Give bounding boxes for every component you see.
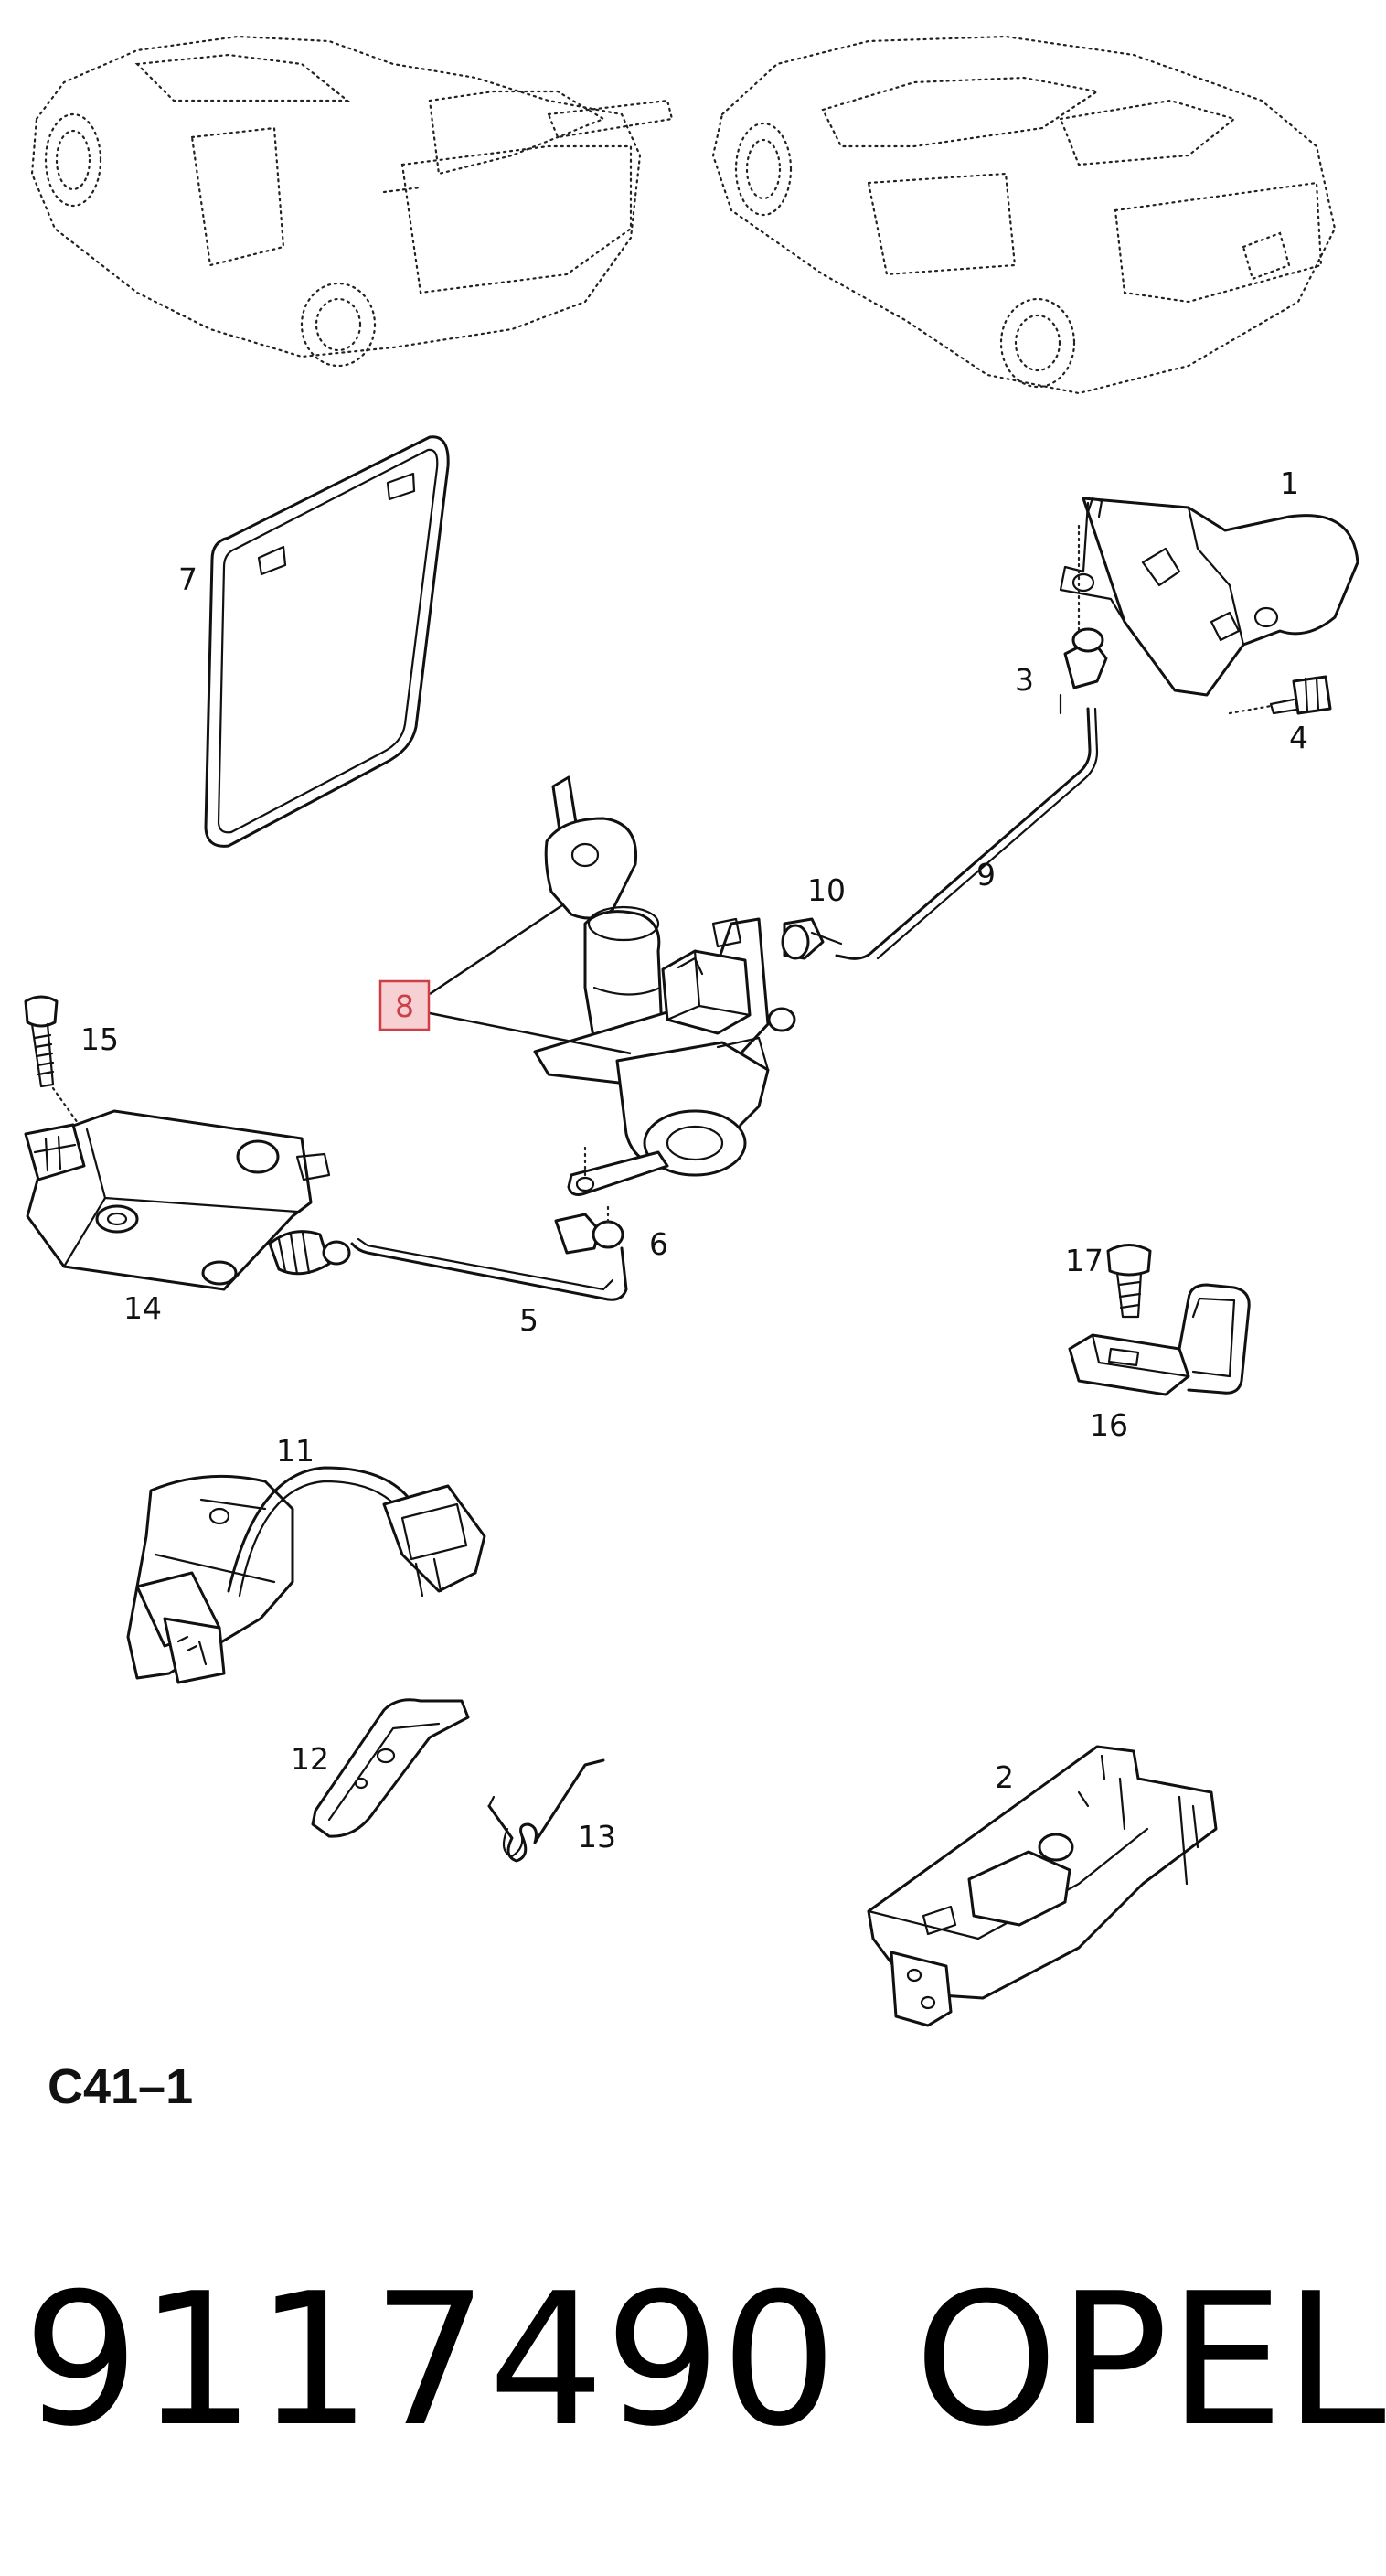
callout-14: 14 [123, 1290, 162, 1326]
cover-plate-part [204, 435, 450, 848]
callout-2: 2 [995, 1759, 1014, 1795]
screw-part [1228, 675, 1332, 715]
connecting-rod-part [835, 707, 1099, 960]
part-number: 9117490 [23, 2254, 837, 2467]
callout-1: 1 [1280, 465, 1299, 501]
latch-plate-part [867, 1745, 1218, 2027]
callout-6: 6 [649, 1226, 668, 1262]
latch-lever-part [311, 1698, 470, 1838]
callout-7: 7 [178, 561, 197, 597]
switch-with-cable-part [126, 1466, 486, 1684]
hatchback-car-icon [30, 35, 674, 368]
striker-part [1068, 1283, 1251, 1396]
callout-13: 13 [578, 1819, 616, 1855]
callout-11: 11 [276, 1433, 315, 1469]
callout-12: 12 [291, 1741, 329, 1777]
actuator-rod-part [350, 1237, 628, 1301]
callout-labels: 1 3 4 7 9 10 15 6 5 14 17 16 11 12 13 2 … [80, 465, 1308, 1855]
callout-8: 8 [395, 989, 414, 1024]
bolt-part [24, 995, 84, 1131]
lever-clip-part [554, 1205, 624, 1255]
brand-name: OPEL [914, 2254, 1386, 2467]
rod-clip-part [781, 917, 843, 960]
callout-17: 17 [1065, 1243, 1103, 1278]
callout-15: 15 [80, 1021, 119, 1057]
highlighted-callout-8[interactable]: 8 [378, 979, 431, 1031]
callout-16: 16 [1090, 1407, 1128, 1443]
callout-3: 3 [1015, 662, 1034, 698]
diagram-code: C41–1 [48, 2059, 193, 2114]
clip-part [1059, 524, 1108, 715]
small-bolt-part [1106, 1244, 1152, 1319]
lock-actuator-part [24, 1109, 351, 1291]
callout-4: 4 [1289, 720, 1308, 755]
leader-lines [429, 903, 632, 1055]
callout-10: 10 [807, 872, 846, 908]
lock-cylinder-assembly [533, 775, 796, 1196]
latch-bracket-part [1059, 497, 1359, 697]
callout-5: 5 [519, 1302, 538, 1338]
spring-part [487, 1758, 605, 1863]
convertible-car-icon [711, 35, 1337, 395]
callout-9: 9 [976, 857, 996, 893]
